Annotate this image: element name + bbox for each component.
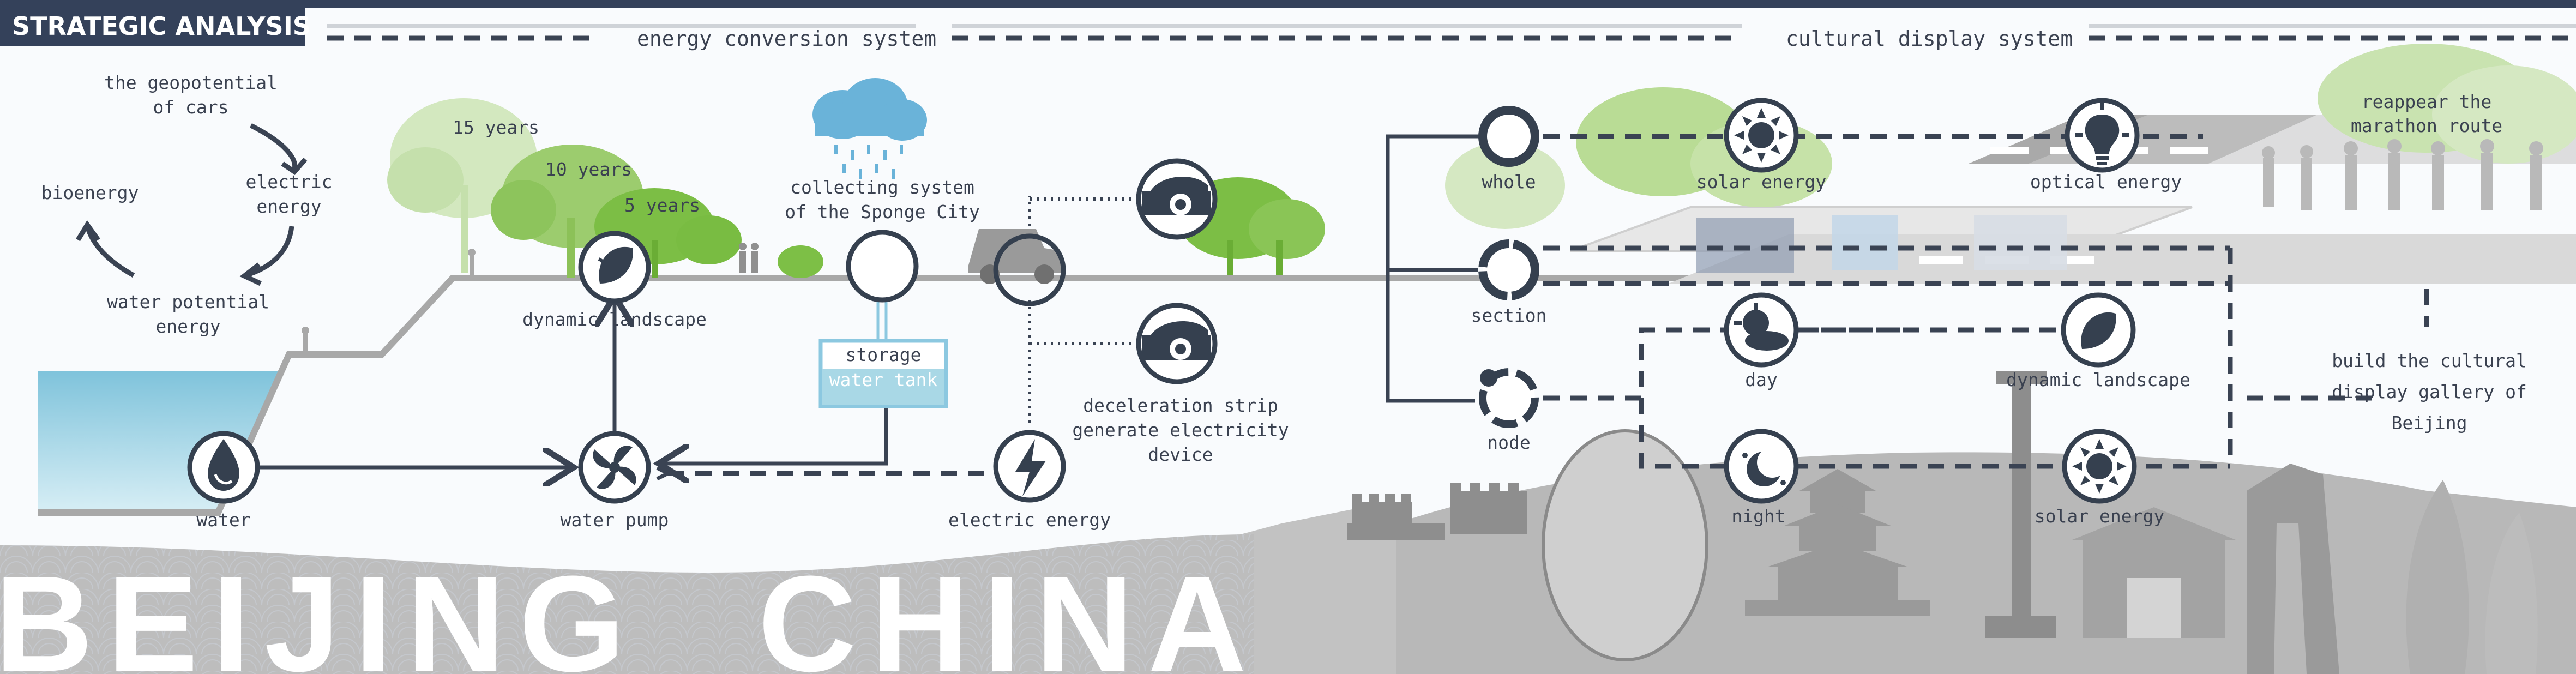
moon-stars-icon [1742, 447, 1787, 486]
light-bulb-icon [2075, 103, 2129, 165]
node-dash-lower [1639, 398, 2230, 469]
label-gallery-line3: Beijing [2391, 412, 2467, 434]
node-solar-energy-top: solar energy [1696, 98, 1826, 192]
ground-profile [38, 275, 2576, 516]
curved-tower-2 [2485, 513, 2538, 674]
cycle-arrow-1 [249, 123, 298, 170]
header-stripe-2 [952, 24, 1742, 28]
footer-wave-pattern [0, 534, 1254, 674]
cycle-arrow-2 [244, 226, 294, 278]
label-whole: whole [1482, 171, 1536, 192]
label-water: water [196, 509, 250, 531]
page-title: STRATEGIC ANALYSIS [12, 11, 311, 41]
leaf-icon [598, 246, 633, 284]
post-left [303, 332, 308, 353]
node-node: node [1479, 368, 1539, 453]
node-day: day [1724, 292, 1799, 390]
label-decel-line3: device [1148, 444, 1213, 465]
label-storage-line2: water tank [829, 369, 938, 390]
node-dynamic-landscape-cultural: dynamic landscape [2006, 292, 2190, 390]
post-mid [470, 254, 474, 278]
label-node: node [1487, 432, 1530, 453]
label-marathon-line2: marathon route [2351, 115, 2502, 136]
node-optical-energy: optical energy [2030, 98, 2182, 192]
label-decel-line1: deceleration strip [1083, 395, 1278, 416]
leaf-icon [2081, 312, 2116, 349]
label-optical-energy: optical energy [2030, 171, 2182, 192]
label-decel-line2: generate electricity [1072, 419, 1289, 441]
cycle-electric-line2: energy [256, 196, 321, 217]
tree-age-10: 10 years [545, 159, 632, 180]
node-decel-top [1136, 158, 1218, 240]
label-night: night [1731, 506, 1785, 527]
header-stripe-1 [327, 24, 916, 28]
node-night: night [1724, 429, 1799, 527]
node-dynamic-landscape: dynamic landscape [522, 231, 707, 330]
opera-figure [1542, 429, 1708, 661]
section-title-energy: energy conversion system [637, 27, 936, 51]
rain-cloud-icon [812, 78, 927, 179]
node-whole: whole [1478, 106, 1539, 192]
lightning-icon [1015, 439, 1046, 496]
cycle-arrow-3 [85, 225, 135, 278]
tank-to-pump-line [663, 406, 888, 464]
sun-icon [2072, 439, 2127, 494]
post-left-cap [302, 327, 309, 334]
label-solar-energy-bottom: solar energy [2035, 506, 2164, 527]
node-water: water [187, 431, 260, 531]
storage-water-tank: storage water tank [818, 339, 948, 408]
footer-banner: BEIJING CHINA [0, 534, 1261, 674]
header-stripe-3 [2089, 24, 2576, 28]
tree-age-5: 5 years [624, 195, 700, 216]
label-gallery-line1: build the cultural [2332, 350, 2527, 371]
node-water-pump: water pump [561, 431, 669, 531]
fan-icon [593, 446, 636, 489]
label-solar-energy-top: solar energy [1696, 171, 1826, 192]
node-decel-bottom [1136, 303, 1218, 384]
label-section: section [1471, 305, 1546, 326]
huabiao-column [1985, 371, 2056, 638]
post-mid-cap [468, 249, 476, 256]
label-day: day [1745, 369, 1778, 390]
curved-tower [2406, 480, 2469, 674]
sun-icon [1734, 108, 1789, 163]
cycle-geopotential-line2: of cars [153, 97, 228, 118]
cycle-electric-line1: electric [246, 171, 333, 192]
great-wall [1347, 483, 1527, 540]
label-storage-line1: storage [845, 344, 921, 365]
temple-of-heaven [1745, 469, 1930, 616]
energy-cycle: the geopotential of cars electric energy… [41, 72, 333, 337]
gate-building [2072, 507, 2236, 638]
cycle-geopotential-line1: the geopotential [104, 72, 278, 93]
label-gallery-line2: display gallery of [2332, 381, 2527, 402]
cycle-water-potential-line2: energy [155, 316, 220, 337]
section-title-cultural: cultural display system [1786, 27, 2073, 51]
cycle-bioenergy: bioenergy [41, 182, 139, 203]
node-collecting [846, 230, 919, 303]
label-marathon-line1: reappear the [2362, 91, 2491, 112]
footer-text-china: CHINA [758, 547, 1261, 674]
label-dynamic-landscape: dynamic landscape [522, 309, 707, 330]
header: STRATEGIC ANALYSIS energy conversion sys… [0, 0, 2576, 51]
label-dynamic-landscape-cultural: dynamic landscape [2006, 369, 2190, 390]
footer-text-beijing: BEIJING [0, 547, 639, 674]
label-collecting-line2: of the Sponge City [785, 201, 980, 222]
day-cloud-sun-icon [1734, 303, 1789, 351]
node-electric-energy: electric energy [948, 430, 1111, 531]
perspective-planes [1445, 44, 2576, 284]
header-title-box [0, 8, 305, 46]
label-water-pump: water pump [561, 509, 669, 531]
cycle-water-potential-line1: water potential [107, 291, 269, 312]
header-top-bar [0, 0, 2576, 8]
node-car [993, 233, 1066, 306]
label-electric-energy: electric energy [948, 509, 1111, 531]
node-section: section [1471, 239, 1547, 326]
tree-age-15: 15 years [453, 117, 539, 138]
node-solar-energy-bottom: solar energy [2035, 429, 2164, 527]
cctv-tower [2247, 464, 2339, 674]
label-collecting-line1: collecting system [790, 177, 974, 198]
